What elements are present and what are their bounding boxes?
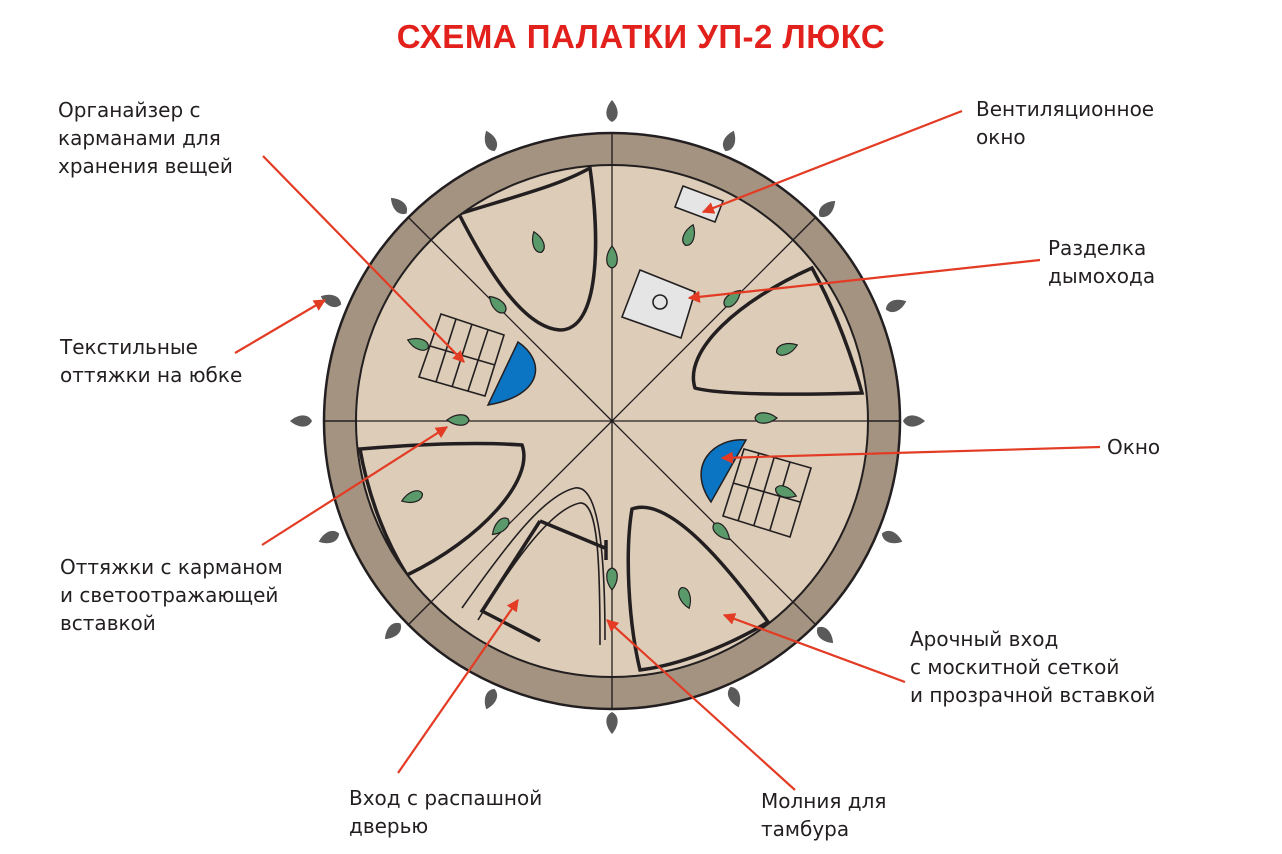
window-left [486, 340, 537, 406]
stake [818, 200, 836, 218]
chimney-hole [652, 294, 668, 310]
label-organizer: Органайзер с карманами для хранения веще… [58, 98, 233, 178]
guy-patches [400, 223, 799, 610]
label-ventilation: Вентиляционное окно [976, 97, 1155, 149]
stake [722, 130, 736, 152]
stake [903, 415, 925, 427]
arrow-door-entry [397, 599, 519, 774]
arrow-organizer [262, 155, 465, 363]
rim-dividers [324, 133, 900, 709]
arrow-window [720, 445, 1101, 464]
label-window: Окно [1107, 435, 1161, 459]
arch-entry-left [357, 441, 526, 578]
label-arch-entry: Арочный вход с москитной сеткой и прозра… [910, 627, 1156, 707]
stake [484, 688, 498, 710]
floor-seams [356, 165, 868, 677]
arrow-guylines-pocket [261, 426, 449, 546]
arch-entry-top-left [456, 165, 598, 332]
arrow-guylines-skirt [234, 299, 327, 354]
stake [290, 415, 312, 427]
arch-entry-right [691, 265, 865, 396]
label-chimney: Разделка дымохода [1048, 236, 1156, 288]
label-guylines-pocket: Оттяжки с карманом и светоотражающей вст… [60, 555, 283, 635]
stake [816, 626, 834, 644]
tambour-zipper [461, 487, 606, 646]
arrow-zipper [606, 619, 796, 791]
arrow-ventilation [701, 109, 963, 214]
label-door-entry: Вход с распашной дверью [349, 786, 543, 838]
arrow-chimney [687, 258, 1041, 303]
stake [320, 294, 342, 308]
stake [881, 530, 903, 544]
stake [384, 622, 402, 640]
label-guylines-skirt: Текстильные оттяжки на юбке [60, 335, 243, 387]
stake [885, 299, 907, 313]
window-right [700, 439, 748, 504]
stake [606, 712, 618, 734]
label-zipper: Молния для тамбура [761, 789, 887, 841]
stake [606, 100, 618, 122]
arch-entry-bottom-right [626, 505, 771, 672]
stake [484, 130, 498, 152]
callout-arrows [234, 109, 1101, 791]
stake [390, 197, 408, 215]
organizer-right [721, 448, 813, 539]
arched-entries [357, 165, 865, 672]
arrow-arch-entry [722, 613, 906, 684]
hinged-door [479, 519, 608, 643]
stake [318, 530, 340, 544]
stake [727, 686, 741, 708]
stakes [290, 100, 925, 734]
diagram-title: СХЕМА ПАЛАТКИ УП-2 ЛЮКС [396, 18, 886, 55]
